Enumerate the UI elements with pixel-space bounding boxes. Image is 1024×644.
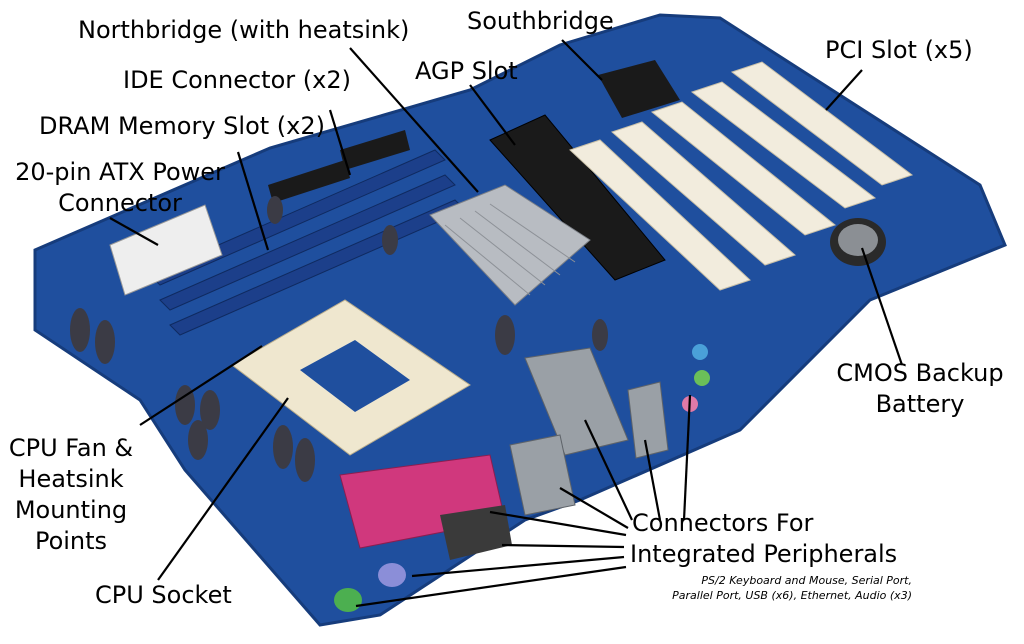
label-connectors-line2: Integrated Peripherals <box>630 540 898 568</box>
leader-cmos <box>860 247 904 366</box>
leader-io-7 <box>411 555 625 578</box>
leader-pci <box>825 69 863 111</box>
southbridge-chip <box>598 60 680 118</box>
leader-atx <box>109 217 159 246</box>
northbridge-heatsink <box>429 184 591 306</box>
serial-port <box>440 505 512 560</box>
label-dram-slot: DRAM Memory Slot (x2) <box>39 112 325 140</box>
label-fan-line3: Mounting <box>14 496 128 524</box>
label-cmos-battery: CMOS Backup Battery <box>820 358 1020 420</box>
label-fan-line1: CPU Fan & <box>8 434 134 462</box>
audio-jack-blue <box>692 344 708 360</box>
usb-ports <box>509 434 576 516</box>
note-line2: Parallel Port, USB (x6), Ethernet, Audio… <box>672 589 912 602</box>
rear-io-panel <box>334 344 710 612</box>
ps2-mouse-port <box>378 563 406 587</box>
label-peripherals-note: PS/2 Keyboard and Mouse, Serial Port, Pa… <box>600 573 912 603</box>
label-fan-line2: Heatsink <box>18 465 124 493</box>
label-northbridge: Northbridge (with heatsink) <box>78 16 410 44</box>
label-atx-line1: 20-pin ATX Power <box>15 158 225 186</box>
leader-northbridge <box>349 47 479 193</box>
label-cpu-socket: CPU Socket <box>95 581 232 609</box>
leader-io-8 <box>355 565 627 608</box>
cpu-socket <box>231 299 471 456</box>
capacitors <box>70 196 608 482</box>
label-connectors-line1: Connectors For <box>632 509 814 537</box>
leader-fan <box>139 345 263 426</box>
label-ide-connector: IDE Connector (x2) <box>123 66 351 94</box>
leader-io-4 <box>559 487 629 529</box>
label-pci-slot: PCI Slot (x5) <box>825 36 973 64</box>
label-southbridge: Southbridge <box>467 7 614 35</box>
pci-slots <box>569 61 914 291</box>
leader-agp <box>469 84 516 146</box>
ethernet-port <box>524 347 629 456</box>
leader-cpu <box>157 397 289 581</box>
leader-io-6 <box>501 543 625 549</box>
ps2-keyboard-port <box>334 588 362 612</box>
note-line1: PS/2 Keyboard and Mouse, Serial Port, <box>701 574 912 587</box>
leader-io-3 <box>682 394 692 521</box>
leader-ide <box>328 109 352 176</box>
usb-ports-upper <box>627 381 669 459</box>
label-atx-power: 20-pin ATX Power Connector <box>0 157 240 219</box>
label-cpu-fan-mounting: CPU Fan & Heatsink Mounting Points <box>0 433 142 557</box>
audio-jack-green <box>694 370 710 386</box>
leader-io-2 <box>643 439 662 521</box>
label-cmos-line1: CMOS Backup <box>836 359 1004 387</box>
leader-lines <box>109 39 904 608</box>
cmos-battery <box>830 218 886 266</box>
label-fan-line4: Points <box>34 527 108 555</box>
atx-power-connector <box>109 204 223 296</box>
label-atx-line2: Connector <box>58 189 182 217</box>
leader-io-1 <box>584 419 633 521</box>
ide-connectors <box>268 130 410 203</box>
leader-southbridge <box>561 39 603 81</box>
leader-io-5 <box>489 510 627 537</box>
label-cmos-line2: Battery <box>875 390 965 418</box>
leader-dram <box>236 151 270 251</box>
label-agp-slot: AGP Slot <box>415 57 518 85</box>
